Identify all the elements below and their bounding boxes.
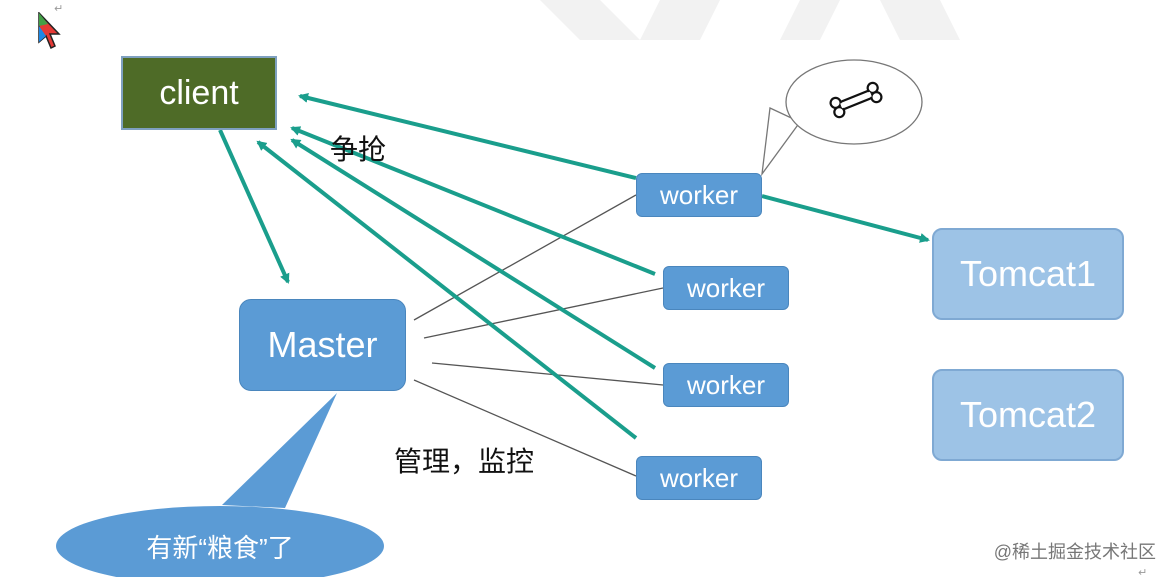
arrow-worker3-to-client <box>290 138 657 370</box>
arrow-worker2-to-client <box>290 126 656 276</box>
compete-label: 争抢 <box>330 134 387 165</box>
worker-node-1: worker <box>636 173 762 217</box>
client-node: client <box>121 56 277 130</box>
mouse-cursor-icon <box>38 11 62 55</box>
worker-node-3: worker <box>663 363 789 407</box>
return-mark: ↵ <box>54 3 64 15</box>
background-watermark <box>540 0 960 40</box>
arrows <box>218 93 930 440</box>
tomcat2-node: Tomcat2 <box>932 369 1124 461</box>
watermark-text: @稀土掘金技术社区 <box>993 542 1156 562</box>
master-node: Master <box>239 299 406 391</box>
arrow-worker1-to-client <box>298 93 637 180</box>
worker-node-4: worker <box>636 456 762 500</box>
arrow-client-to-master <box>218 129 290 284</box>
bone-icon <box>829 81 883 119</box>
speech-bubble <box>56 393 384 577</box>
arrow-worker1-to-tomcat1 <box>761 194 930 243</box>
management-lines <box>413 194 664 477</box>
manage-monitor-label: 管理，监控 <box>394 446 535 477</box>
arrow-worker4-to-client <box>256 140 638 440</box>
new-food-label: 有新“粮食”了 <box>146 533 294 563</box>
return-mark: ↵ <box>1138 567 1148 579</box>
tomcat1-node: Tomcat1 <box>932 228 1124 320</box>
worker-node-2: worker <box>663 266 789 310</box>
